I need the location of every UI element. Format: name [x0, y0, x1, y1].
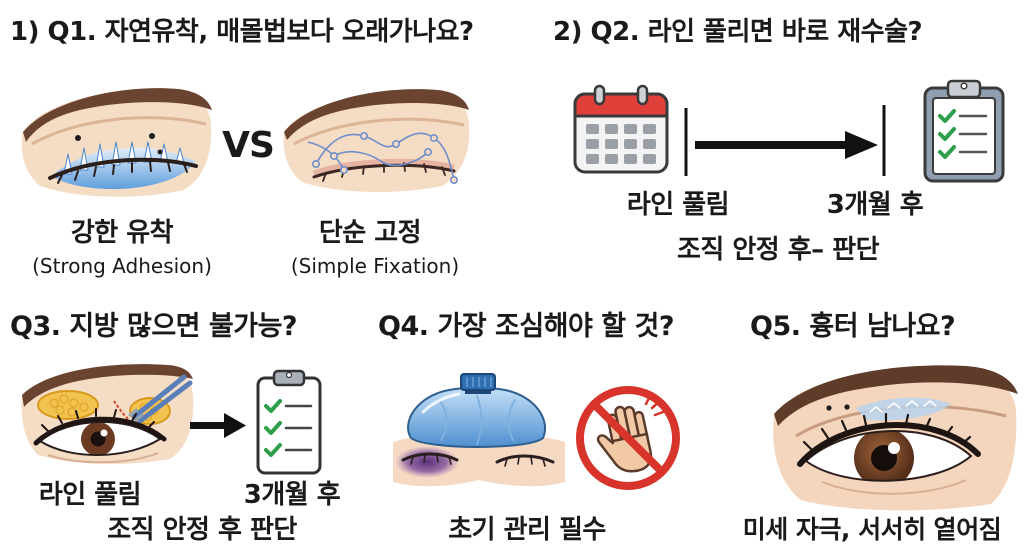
- q3-start-label: 라인 풀림: [38, 480, 142, 510]
- upper-lid-line: [33, 416, 167, 446]
- q3-end-label: 3개월 후: [243, 480, 341, 510]
- calendar-grid: [586, 124, 656, 164]
- suture-knots: [311, 131, 459, 185]
- adhesion-zone: [52, 147, 196, 190]
- eyelid-fold-band: [284, 89, 469, 140]
- arrow-shaft: [695, 141, 850, 149]
- eye-fat-removal-icon: [21, 364, 194, 464]
- check-marks: [938, 109, 956, 159]
- arrow-right-icon: [190, 413, 246, 438]
- closed-eye-left: [401, 452, 459, 462]
- strong-adhesion-sublabel: (Strong Adhesion): [32, 254, 212, 278]
- eyelid-fold-band: [22, 364, 193, 407]
- closed-eye-line: [48, 157, 198, 180]
- q2-heading: 2) Q2. 라인 풀리면 바로 재수술?: [553, 17, 923, 47]
- calendar-ring-left: [593, 84, 606, 106]
- closed-eye-right: [495, 454, 555, 464]
- simple-fixation-sublabel: (Simple Fixation): [290, 254, 460, 278]
- motion-marks: [644, 394, 665, 417]
- eyelashes: [802, 412, 972, 452]
- eyelid-fold-band: [774, 365, 1018, 426]
- forceps: [128, 374, 193, 424]
- versus-text: VS: [222, 125, 275, 166]
- check-marks: [264, 399, 282, 457]
- prohibit-slash: [591, 401, 665, 475]
- bruise: [395, 446, 459, 478]
- ice-pack-icon: [393, 373, 565, 487]
- eyelashes: [41, 408, 155, 432]
- clipboard-checklist-icon: [923, 79, 1005, 183]
- q2-start-label: 라인 풀림: [626, 190, 730, 220]
- calendar-ring-right: [636, 84, 649, 106]
- scar-feathering: [869, 400, 937, 413]
- eyelashes: [410, 454, 546, 467]
- q3-caption: 조직 안정 후 판단: [107, 515, 297, 545]
- arrow-head: [845, 131, 878, 159]
- q3-heading: Q3. 지방 많으면 불가능?: [10, 311, 298, 342]
- timeline-arrow-icon: [684, 105, 886, 176]
- q1-heading: 1) Q1. 자연유착, 매몰법보다 오래가나요?: [10, 17, 474, 47]
- clipboard-board: [256, 376, 322, 475]
- eyelid-fold-band: [23, 88, 212, 142]
- checklist-lines: [284, 404, 313, 452]
- q2-caption: 조직 안정 후– 판단: [676, 235, 880, 265]
- q2-end-label: 3개월 후: [826, 190, 924, 220]
- suture-dots: [75, 133, 163, 155]
- eye-simple-fixation-icon: [283, 89, 470, 192]
- fixation-crease: [312, 158, 455, 178]
- ice-bag-cap: [460, 373, 496, 391]
- ice-bag-wrinkles: [438, 395, 516, 445]
- suture-dots: [826, 404, 850, 411]
- strong-adhesion-label: 강한 유착: [70, 218, 174, 248]
- clipboard-checklist-icon: [256, 369, 322, 475]
- eye-faded-scar-icon: [773, 365, 1018, 511]
- upper-lid-line: [797, 422, 981, 467]
- q4-caption: 초기 관리 필수: [448, 515, 606, 545]
- eyelid-skin: [283, 89, 470, 192]
- q5-heading: Q5. 흉터 남나요?: [750, 311, 956, 342]
- incision-line: [113, 400, 129, 420]
- no-touching-icon: [576, 386, 680, 490]
- eyelashes: [57, 161, 188, 184]
- calendar-header: [573, 92, 669, 118]
- eye-strong-adhesion-icon: [21, 88, 212, 197]
- calendar-icon: [573, 84, 669, 174]
- simple-fixation-label: 단순 고정: [318, 218, 422, 248]
- q5-caption: 미세 자극, 서서히 옅어짐: [742, 515, 1002, 544]
- q4-heading: Q4. 가장 조심해야 할 것?: [378, 311, 674, 342]
- checklist-lines: [958, 114, 988, 154]
